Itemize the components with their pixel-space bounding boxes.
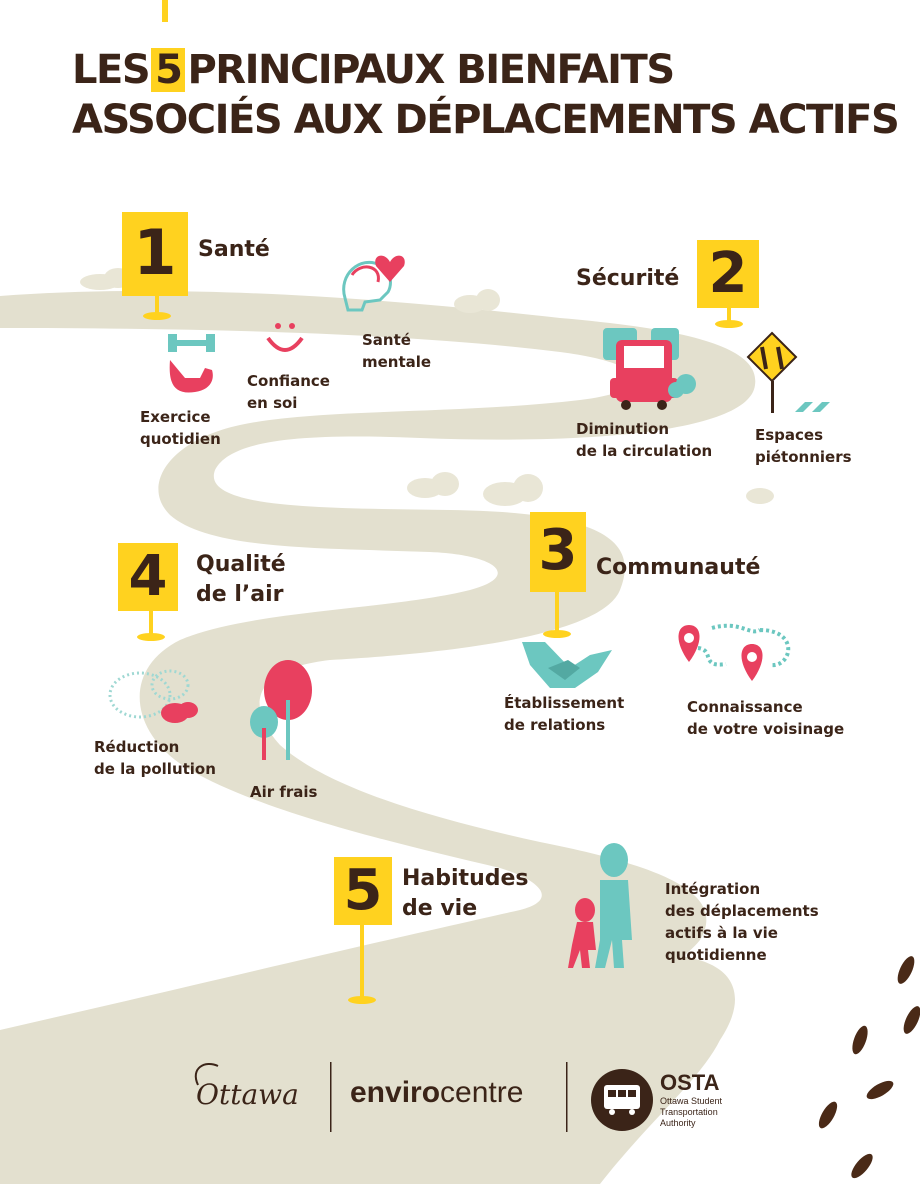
benefit-title-habitudes-line2: de vie — [402, 896, 478, 921]
osta-logo-subtitle: Ottawa Student Transportation Authority — [660, 1096, 722, 1129]
sign-3-number: 3 — [538, 518, 578, 583]
label-line: Établissement — [504, 694, 625, 712]
label-line: Exercice — [140, 408, 211, 426]
benefit-title-securite: Sécurité — [576, 266, 680, 291]
label-line: Espaces — [755, 426, 824, 444]
dumbbell-arm-icon — [168, 334, 215, 393]
label-line: quotidien — [140, 430, 221, 448]
label-line: de relations — [504, 716, 606, 734]
label-line: piétonniers — [755, 448, 852, 466]
title-post-text: PRINCIPAUX BIENFAITS — [187, 47, 675, 93]
winding-path — [0, 290, 756, 1150]
label-pietonniers: Espaces piétonniers — [755, 424, 852, 468]
page-title-line2: ASSOCIÉS AUX DÉPLACEMENTS ACTIFS — [72, 97, 900, 143]
pollution-cloud-icon — [108, 669, 198, 723]
benefit-title-habitudes-line1: Habitudes — [402, 866, 529, 891]
label-line: Confiance — [247, 372, 330, 390]
ottawa-logo: Ottawa — [196, 1078, 299, 1111]
label-line: actifs à la vie — [665, 924, 778, 942]
pedestrian-crossing-sign-icon — [746, 331, 830, 413]
label-pollution: Réduction de la pollution — [94, 736, 216, 780]
benefit-title-air-line2: de l’air — [196, 582, 284, 607]
brain-heart-icon — [342, 255, 405, 312]
benefit-title-air-line1: Qualité — [196, 552, 286, 577]
handshake-icon — [522, 642, 612, 688]
traffic-cars-icon — [603, 328, 696, 410]
label-line: Diminution — [576, 420, 670, 438]
envirocentre-light: centre — [440, 1076, 524, 1109]
sign-4-number: 4 — [128, 544, 168, 609]
osta-bus-logo-icon — [591, 1069, 653, 1131]
osta-line: Authority — [660, 1118, 696, 1128]
label-line: Santé — [362, 331, 411, 349]
map-pins-route-icon — [678, 623, 791, 681]
envirocentre-bold: enviro — [350, 1076, 441, 1109]
benefit-title-sante: Santé — [198, 237, 270, 262]
logo-divider — [566, 1062, 568, 1132]
label-line: Intégration — [665, 880, 761, 898]
smiley-icon — [266, 323, 304, 352]
sign-2 — [697, 240, 759, 328]
title-number: 5 — [151, 48, 186, 92]
label-line: Réduction — [94, 738, 180, 756]
osta-line: Ottawa Student — [660, 1096, 723, 1106]
parent-child-walking-icon — [568, 843, 632, 968]
sign-3 — [530, 512, 586, 638]
benefit-title-communaute: Communauté — [596, 555, 761, 580]
footprints-icon — [818, 956, 920, 1179]
label-air-frais: Air frais — [250, 783, 318, 801]
sign-1-number: 1 — [133, 216, 177, 289]
label-confiance: Confiance en soi — [247, 370, 330, 414]
label-line: de la circulation — [576, 442, 713, 460]
label-line: de votre voisinage — [687, 720, 845, 738]
label-line: mentale — [362, 353, 432, 371]
label-voisinage: Connaissance de votre voisinage — [687, 696, 844, 740]
label-line: Connaissance — [687, 698, 803, 716]
osta-logo-title: OSTA — [660, 1070, 720, 1095]
sign-5-number: 5 — [343, 858, 383, 923]
label-circulation: Diminution de la circulation — [576, 418, 712, 462]
sign-2-number: 2 — [708, 241, 748, 306]
top-marker — [162, 0, 168, 22]
osta-line: Transportation — [660, 1107, 718, 1117]
label-line: de la pollution — [94, 760, 216, 778]
title-pre-text: LES — [72, 47, 151, 93]
trees-icon — [250, 660, 312, 760]
label-line: quotidienne — [665, 946, 767, 964]
label-sante-mentale: Santé mentale — [362, 329, 431, 373]
logo-divider — [330, 1062, 332, 1132]
sign-5 — [334, 857, 392, 1004]
label-relations: Établissement de relations — [504, 692, 624, 736]
ottawa-logo-mark-icon — [194, 1063, 219, 1086]
label-line: des déplacements — [665, 902, 819, 920]
envirocentre-logo: envirocentre — [350, 1076, 523, 1110]
path-bottom-wide — [0, 954, 735, 1184]
sign-1 — [122, 212, 188, 320]
label-exercice: Exercice quotidien — [140, 406, 221, 450]
sign-4 — [118, 543, 178, 641]
label-line: en soi — [247, 394, 298, 412]
label-integration: Intégration des déplacements actifs à la… — [665, 878, 819, 966]
